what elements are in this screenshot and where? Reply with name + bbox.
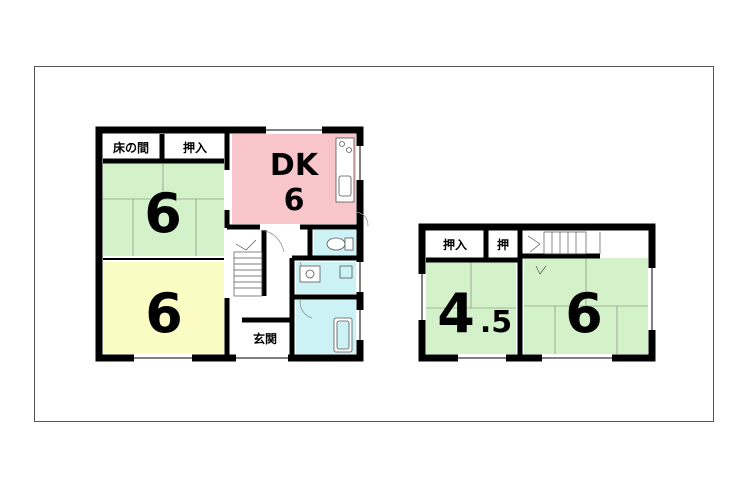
label-dk-title: DK (270, 148, 320, 183)
label-genkan: 玄関 (253, 331, 277, 346)
room-dk (232, 134, 356, 224)
stairs-1f (233, 239, 263, 297)
floor-2 (418, 223, 656, 362)
toilet-fixture (326, 237, 354, 251)
label-tokonoma: 床の間 (113, 140, 149, 155)
tatami-lines-top (103, 163, 224, 256)
room-youshitsu (103, 262, 224, 354)
label-room-left-big: 4 (437, 282, 475, 345)
room-oshiire (165, 134, 224, 160)
bathtub-fixture (333, 317, 353, 353)
label-oshi-2f: 押 (497, 237, 509, 252)
label-washitsu-size: 6 (144, 182, 182, 245)
windows-1f (134, 126, 364, 362)
kitchen-fixtures (335, 137, 355, 203)
label-room-right: 6 (565, 282, 603, 345)
label-youshitsu-size: 6 (145, 282, 183, 345)
label-room-left-small: .5 (480, 305, 512, 340)
washbasin-fixture (299, 265, 353, 283)
interior-walls-2f (426, 227, 600, 358)
label-oshiire-2f: 押入 (443, 237, 467, 252)
stairs-2f (527, 231, 587, 275)
label-dk-size: 6 (284, 183, 305, 218)
label-oshiire-1f: 押入 (183, 140, 207, 155)
room-tokonoma (103, 134, 159, 160)
room-washitsu-top (103, 163, 224, 256)
room-2f-oshiire (426, 231, 482, 258)
floor-1 (95, 126, 369, 362)
tatami-lines-2f (426, 258, 648, 354)
windows-2f (418, 268, 656, 362)
interior-walls-1f (103, 130, 360, 358)
